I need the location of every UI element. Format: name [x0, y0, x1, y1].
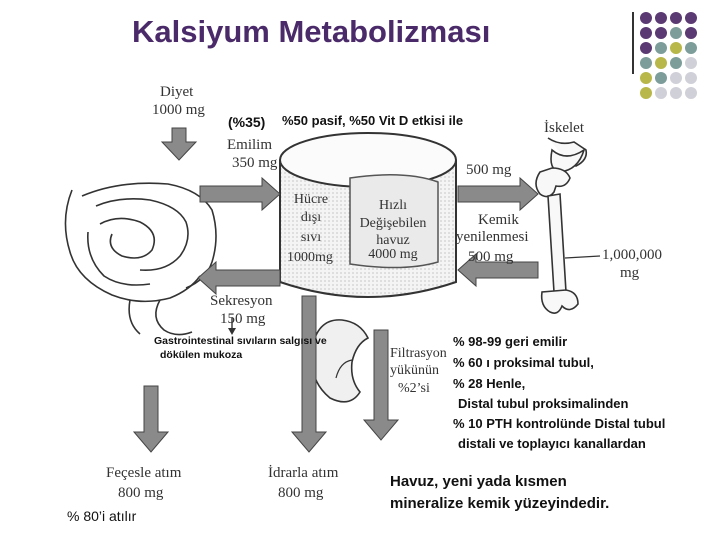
title-divider-line: [632, 12, 634, 74]
decorative-dot: [640, 42, 652, 54]
filtration-label-2: yükünün: [390, 363, 439, 378]
fecal-percent-note: % 80’i atılır: [67, 508, 137, 524]
intestine-illustration: [64, 182, 217, 336]
decorative-dot: [640, 87, 652, 99]
decorative-dot: [685, 72, 697, 84]
gi-note-1: Gastrointestinal sıvıların salgısı ve: [154, 335, 327, 347]
decorative-dot: [685, 12, 697, 24]
decorative-dot: [670, 27, 682, 39]
bone-mass-unit: mg: [620, 265, 640, 281]
renal-note-5: % 10 PTH kontrolünde Distal tubul: [453, 416, 666, 431]
absorption-percent: (%35): [228, 114, 266, 130]
bone-resorption-amount: 500 mg: [468, 249, 514, 265]
renal-note-3: % 28 Henle,: [453, 376, 526, 391]
ecf-amount: 1000mg: [287, 250, 333, 265]
decorative-dot: [685, 57, 697, 69]
fecal-label: Feçesle atım: [106, 465, 182, 481]
decorative-dot: [685, 87, 697, 99]
decorative-dot: [640, 27, 652, 39]
decorative-dot: [655, 57, 667, 69]
inner-pool-shape: [349, 174, 439, 269]
decorative-dot-grid: [640, 12, 728, 112]
renal-note-6: distali ve toplayıcı kanallardan: [458, 436, 646, 451]
ecf-label-2: dışı: [300, 210, 322, 225]
decorative-dot: [670, 12, 682, 24]
ecf-label-1: Hücre: [293, 192, 329, 207]
pool-label-1: Hızlı: [379, 198, 407, 213]
gi-note-2: dökülen mukoza: [160, 349, 243, 361]
bone-mass-value: 1,000,000: [602, 247, 662, 263]
bone-deposit-arrow: [457, 176, 539, 212]
decorative-dot: [640, 72, 652, 84]
calcium-pool-cylinder: [279, 132, 457, 298]
decorative-dot: [685, 42, 697, 54]
fecal-amount: 800 mg: [118, 485, 164, 501]
urine-amount: 800 mg: [278, 485, 324, 501]
decorative-dot: [670, 57, 682, 69]
bone-illustration: [535, 137, 588, 314]
diet-arrow: [160, 127, 198, 161]
decorative-dot: [640, 57, 652, 69]
absorption-amount: 350 mg: [232, 155, 278, 171]
absorption-arrow: [199, 176, 281, 212]
urine-arrow: [290, 295, 328, 453]
filtration-label-1: Filtrasyon: [390, 346, 447, 361]
decorative-dot: [655, 42, 667, 54]
skeleton-label: İskelet: [544, 120, 584, 136]
pool-amount: 4000 mg: [368, 247, 418, 262]
renal-note-4: Distal tubul proksimalinden: [458, 396, 629, 411]
filtration-arrow: [362, 329, 400, 441]
renal-note-1: % 98-99 geri emilir: [453, 334, 568, 349]
decorative-dot: [655, 72, 667, 84]
slide-title: Kalsiyum Metabolizması: [132, 14, 491, 49]
bone-resorption-arrow: [457, 252, 539, 288]
decorative-dot: [670, 42, 682, 54]
decorative-dot: [640, 12, 652, 24]
absorption-note: %50 pasif, %50 Vit D etkisi ile: [282, 113, 464, 128]
decorative-dot: [670, 87, 682, 99]
kidney-illustration: [310, 319, 370, 403]
renal-note-2: % 60 ı proksimal tubul,: [453, 355, 594, 370]
bone-remodeling-label-1: Kemik: [478, 212, 519, 228]
decorative-dot: [685, 27, 697, 39]
decorative-dot: [655, 12, 667, 24]
secretion-arrow: [197, 260, 281, 296]
pool-note-1: Havuz, yeni yada kısmen: [390, 473, 567, 490]
decorative-dot: [670, 72, 682, 84]
urine-label: İdrarla atım: [268, 465, 339, 481]
diet-label: Diyet: [160, 84, 194, 100]
decorative-dot: [655, 27, 667, 39]
diet-amount: 1000 mg: [152, 102, 205, 118]
small-down-arrow: [228, 318, 236, 335]
bone-remodeling-label-2: yenilenmesi: [456, 229, 529, 245]
bone-mass-pointer: [564, 255, 601, 259]
pool-label-2: Değişebilen: [359, 216, 427, 231]
fecal-arrow: [132, 385, 170, 453]
secretion-label: Sekresyon: [210, 293, 273, 309]
pool-label-3: havuz: [376, 233, 410, 248]
ecf-label-3: sıvı: [300, 230, 322, 245]
pool-note-2: mineralize kemik yüzeyindedir.: [390, 495, 610, 512]
secretion-amount: 150 mg: [220, 311, 266, 327]
decorative-dot: [655, 87, 667, 99]
absorption-label: Emilim: [227, 137, 272, 153]
bone-deposit-amount: 500 mg: [466, 162, 512, 178]
filtration-label-3: %2’si: [398, 381, 430, 396]
